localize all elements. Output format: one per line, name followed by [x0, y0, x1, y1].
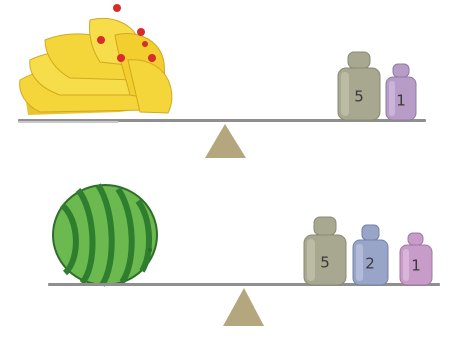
scale-bananas: 5 1 [0, 0, 450, 165]
beam [18, 119, 426, 122]
bananas-image [19, 4, 173, 115]
weight-label-5: 5 [354, 88, 364, 106]
weight-1: 1 [399, 232, 433, 286]
weight-label-1: 1 [411, 257, 421, 275]
scale-bananas-svg: 5 1 [18, 4, 426, 158]
weight-2: 2 [352, 224, 389, 286]
weight-label-1: 1 [396, 92, 406, 110]
weight-5: 5 [303, 216, 347, 286]
fulcrum [205, 124, 246, 158]
scale-watermelon-svg: 5 2 1 [48, 183, 440, 326]
weight-5: 5 [337, 51, 381, 121]
weight-1: 1 [385, 63, 417, 121]
watermelon-image [52, 183, 158, 287]
weight-label-2: 2 [365, 255, 375, 273]
weight-label-5: 5 [320, 254, 330, 272]
scale-watermelon: 5 2 1 [0, 165, 450, 338]
fulcrum [223, 288, 264, 326]
